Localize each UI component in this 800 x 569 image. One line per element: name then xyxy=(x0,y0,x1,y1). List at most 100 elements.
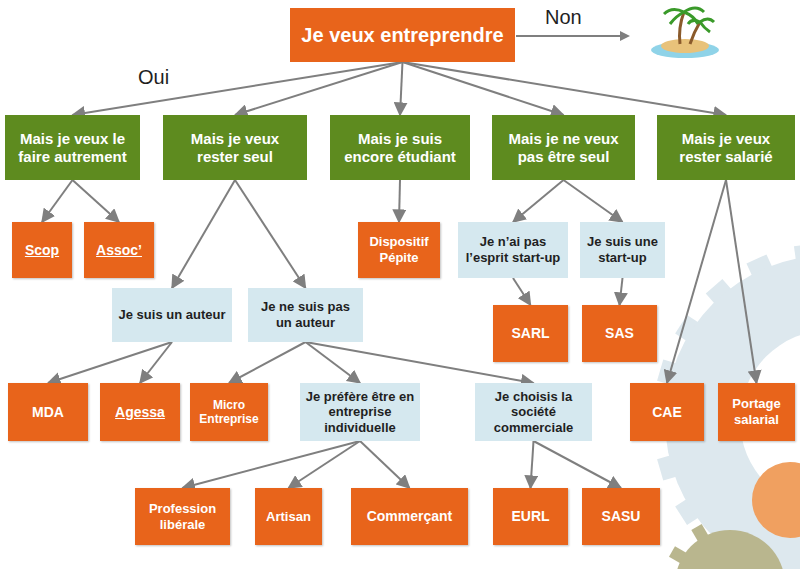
connector xyxy=(235,180,306,288)
box-text: Portage salarial xyxy=(723,396,790,427)
connector xyxy=(73,62,403,115)
box-text: Artisan xyxy=(266,509,311,525)
box-text: Micro Entreprise xyxy=(195,398,263,427)
connector xyxy=(306,342,361,383)
connector xyxy=(513,180,564,222)
connector xyxy=(360,441,410,488)
non-label: Non xyxy=(545,6,582,29)
connector-line xyxy=(564,180,623,222)
box-text: Mais je suis encore étudiant xyxy=(335,130,465,166)
status-box: MDA xyxy=(8,383,88,441)
palm-trunk xyxy=(690,22,700,44)
connector xyxy=(564,180,623,222)
connector xyxy=(534,441,622,488)
box-text: Mais je veux le faire autrement xyxy=(10,130,135,166)
box-text: Profession libérale xyxy=(140,501,225,532)
status-box: Artisan xyxy=(255,488,322,545)
palm-leaves xyxy=(688,19,714,32)
connector-line xyxy=(229,342,306,383)
box-text: SARL xyxy=(511,325,549,342)
connector-line xyxy=(513,180,564,222)
box-text: Dispositif Pépite xyxy=(363,234,435,265)
connector-line xyxy=(403,62,727,115)
status-box: SAS xyxy=(582,305,657,362)
connector-line xyxy=(172,180,235,288)
connector xyxy=(48,342,172,383)
arrow-line xyxy=(516,35,622,37)
gear-illustration xyxy=(653,245,800,569)
connector-line xyxy=(726,180,757,383)
status-box: SASU xyxy=(582,488,660,545)
connector xyxy=(289,441,361,488)
island-illustration xyxy=(651,8,719,58)
status-box: Profession libérale xyxy=(135,488,230,545)
box-text: CAE xyxy=(652,404,682,421)
box-text: SAS xyxy=(605,325,634,342)
question-box: Je choisis la société commerciale xyxy=(475,383,592,441)
connector-line xyxy=(403,62,564,115)
connector-line xyxy=(48,342,172,383)
connector xyxy=(183,441,361,488)
connector-line xyxy=(42,180,73,222)
gear-olive xyxy=(675,530,785,569)
question-box: Je suis une start-up xyxy=(580,222,665,278)
connector xyxy=(73,180,120,222)
gear-orange xyxy=(752,462,800,538)
connector xyxy=(531,441,534,488)
sand xyxy=(661,39,709,53)
connector-line xyxy=(531,441,534,488)
status-box: Portage salarial xyxy=(718,383,795,441)
box-text: Mais je veux rester seul xyxy=(168,130,302,166)
box-text: EURL xyxy=(511,508,549,525)
status-box: Micro Entreprise xyxy=(190,383,268,441)
palm-trunk xyxy=(680,12,685,44)
connector-line xyxy=(306,342,361,383)
connector-line xyxy=(289,441,361,488)
start-box: Je veux entreprendre xyxy=(290,8,515,62)
connector xyxy=(140,342,172,383)
connector xyxy=(399,180,400,222)
question-box: Je ne suis pas un auteur xyxy=(248,288,363,342)
connector xyxy=(513,278,531,305)
connector-line xyxy=(399,180,400,222)
choice-box: Mais je suis encore étudiant xyxy=(330,115,470,180)
arrow-head xyxy=(620,31,630,41)
status-box: SARL xyxy=(493,305,568,362)
status-box: Scop xyxy=(12,222,72,278)
box-text: Je préfère être en entreprise individuel… xyxy=(305,389,415,436)
question-box: Je préfère être en entreprise individuel… xyxy=(300,383,420,441)
status-box: Agessa xyxy=(100,383,180,441)
choice-box: Mais je veux le faire autrement xyxy=(5,115,140,180)
connector xyxy=(400,62,403,115)
box-text: Scop xyxy=(25,242,59,259)
box-text: Mais je veux rester salarié xyxy=(662,130,790,166)
connector-line xyxy=(235,62,403,115)
choice-box: Mais je ne veux pas être seul xyxy=(492,115,635,180)
connector-line xyxy=(513,278,531,305)
choice-box: Mais je veux rester salarié xyxy=(657,115,795,180)
box-text: Je ne suis pas un auteur xyxy=(253,299,358,330)
connector xyxy=(42,180,73,222)
box-text: Je veux entreprendre xyxy=(301,23,503,47)
connector xyxy=(726,180,757,383)
connector xyxy=(667,180,726,383)
box-text: Je choisis la société commerciale xyxy=(480,389,587,436)
box-text: Mais je ne veux pas être seul xyxy=(497,130,630,166)
connector xyxy=(403,62,564,115)
connector-line xyxy=(620,278,623,305)
choice-box: Mais je veux rester seul xyxy=(163,115,307,180)
box-text: Je suis un auteur xyxy=(119,307,226,323)
connector-line xyxy=(360,441,410,488)
connector-line xyxy=(667,180,726,383)
connector-line xyxy=(183,441,361,488)
connector-line xyxy=(400,62,403,115)
status-box: Commerçant xyxy=(351,488,468,545)
non-arrow xyxy=(516,31,630,41)
connector xyxy=(235,62,403,115)
connector xyxy=(172,180,235,288)
connector xyxy=(620,278,623,305)
box-text: Je suis une start-up xyxy=(585,234,660,265)
